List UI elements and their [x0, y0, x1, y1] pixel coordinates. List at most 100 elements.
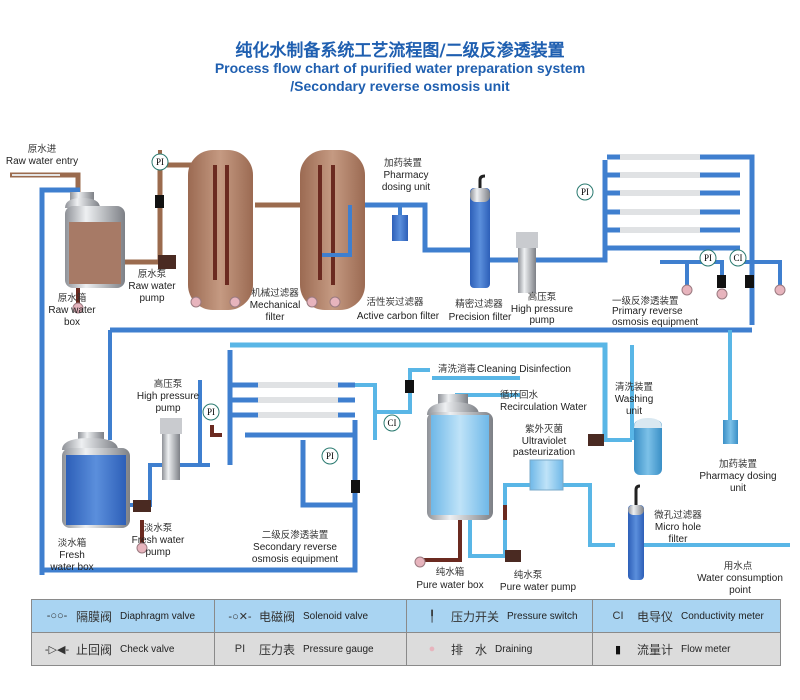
- raw-water-tank: [65, 192, 125, 288]
- pure-water-pump: [505, 550, 521, 562]
- label-hp-bottom-en2: pump: [155, 403, 180, 414]
- mechanical-filter: [188, 150, 253, 310]
- drain-icon: [681, 284, 693, 296]
- label-carbon-en: Active carbon filter: [357, 311, 440, 322]
- hp-gauge-stem: [210, 425, 222, 437]
- secondary-ro-manifold: [227, 350, 355, 465]
- process-flow-diagram: PI PI PI CI PI CI PI 原水进 Raw water entry…: [6, 143, 790, 596]
- label-washing-en1: Washing: [615, 394, 654, 405]
- raw-water-pump: [158, 255, 176, 269]
- legend-cn: 止回阀: [76, 642, 113, 657]
- label-hp-top-cn: 高压泵: [528, 291, 557, 303]
- title-english-line1: Process flow chart of purified water pre…: [214, 60, 586, 76]
- drain-icon: [414, 556, 426, 568]
- pharmacy-dosing-unit-right: [723, 420, 738, 444]
- conductivity-meter-secondary: CI: [383, 414, 401, 432]
- label-hp-bottom-en1: High pressure: [137, 391, 200, 402]
- label-primary-ro-en2: osmosis equipment: [612, 317, 698, 328]
- label-raw-entry-en: Raw water entry: [6, 156, 78, 167]
- active-carbon-filter: [300, 150, 365, 310]
- legend-item-solenoid-valve: -○✕- 电磁阀 Solenoid valve: [215, 600, 407, 632]
- pressure-gauge-raw: PI: [151, 153, 169, 171]
- svg-text:CI: CI: [388, 418, 397, 428]
- pressure-gauge-secondary: PI: [321, 447, 339, 465]
- label-carbon-cn: 活性炭过滤器: [366, 296, 424, 308]
- label-precision-en: Precision filter: [449, 312, 512, 323]
- legend-item-draining: ● 排 水 Draining: [407, 633, 593, 665]
- label-micro-cn: 微孔过滤器: [654, 509, 702, 521]
- pharmacy-dosing-unit-top: [392, 215, 408, 241]
- precision-filter: [470, 174, 490, 288]
- label-pure-box-cn: 纯水箱: [436, 566, 465, 578]
- label-consumption-cn: 用水点: [724, 560, 753, 572]
- drain-points: [72, 284, 786, 568]
- legend-item-diaphragm-valve: -○○- 隔膜阀 Diaphragm valve: [32, 600, 215, 632]
- drain-icon: [190, 296, 202, 308]
- label-dosing-top-en1: Pharmacy: [383, 170, 428, 181]
- label-cleaning-en: Cleaning Disinfection: [477, 364, 571, 375]
- drain-icon: [716, 288, 728, 300]
- micro-hole-filter: [628, 484, 644, 580]
- washing-unit-tank: [634, 418, 662, 475]
- label-primary-ro-en1: Primary reverse: [612, 306, 683, 317]
- flow-meter-icon: [745, 275, 754, 288]
- high-pressure-pump-top: [516, 232, 538, 293]
- pressure-gauge-icon: PI: [234, 643, 246, 655]
- label-raw-box-en2: box: [64, 317, 80, 328]
- svg-text:PI: PI: [581, 187, 589, 197]
- flow-meter-icon: [717, 275, 726, 288]
- precision-to-ro-pipe: [490, 160, 608, 263]
- pure-drain-pipe: [420, 520, 462, 562]
- legend-cn: 电磁阀: [259, 609, 296, 624]
- label-washing-cn: 清洗装置: [615, 381, 653, 393]
- label-secondary-ro-cn: 二级反渗透装置: [262, 529, 329, 541]
- legend-en: Diaphragm valve: [120, 610, 196, 622]
- legend-row: -○○- 隔膜阀 Diaphragm valve -○✕- 电磁阀 Soleno…: [32, 600, 780, 633]
- svg-text:PI: PI: [207, 407, 215, 417]
- label-pure-pump-cn: 纯水泵: [514, 569, 543, 581]
- label-raw-box-en1: Raw water: [48, 305, 96, 316]
- legend-item-check-valve: -▷◀- 止回阀 Check valve: [32, 633, 215, 665]
- label-consumption-en1: Water consumption: [697, 573, 783, 584]
- solenoid-valve-icon: -○✕-: [228, 610, 252, 623]
- label-recirc-en: Recirculation Water: [500, 402, 588, 413]
- label-secondary-ro-en2: osmosis equipment: [252, 554, 338, 565]
- legend-item-pressure-switch: ╿ 压力开关 Pressure switch: [407, 600, 593, 632]
- label-precision-cn: 精密过滤器: [455, 298, 503, 310]
- label-uv-cn: 紫外灭菌: [525, 423, 563, 435]
- legend-en: Pressure gauge: [303, 643, 374, 655]
- fresh-water-pump: [133, 500, 151, 512]
- label-mech-en2: filter: [266, 312, 286, 323]
- carbon-to-precision-pipe: [350, 202, 470, 253]
- fresh-water-tank: [62, 432, 130, 528]
- label-fresh-pump-en2: pump: [145, 547, 170, 558]
- label-uv-en2: pasteurization: [513, 447, 575, 458]
- legend-item-conductivity-meter: CI 电导仪 Conductivity meter: [593, 600, 780, 632]
- legend-cn: 压力开关: [451, 609, 500, 624]
- drain-icon: [306, 296, 318, 308]
- label-dosing-right-en2: unit: [730, 483, 746, 494]
- left-return-pipe: [39, 187, 80, 575]
- diagram-labels: 原水进 Raw water entry 原水箱 Raw water box 原水…: [6, 143, 783, 596]
- label-washing-en2: unit: [626, 406, 642, 417]
- legend-en: Solenoid valve: [303, 610, 369, 622]
- legend-en: Check valve: [120, 643, 175, 655]
- label-mech-en1: Mechanical: [250, 300, 301, 311]
- svg-text:PI: PI: [704, 253, 712, 263]
- label-recirc-cn: 循环回水: [500, 389, 539, 401]
- label-raw-entry-cn: 原水进: [28, 143, 57, 155]
- conductivity-meter-icon: CI: [612, 610, 624, 622]
- label-pure-pump-en: Pure water pump: [500, 582, 577, 593]
- label-dosing-top-cn: 加药装置: [384, 157, 422, 169]
- label-consumption-en2: point: [729, 585, 751, 596]
- label-secondary-ro-en1: Secondary reverse: [253, 542, 337, 553]
- label-raw-pump-en1: Raw water: [128, 281, 176, 292]
- label-hp-bottom-cn: 高压泵: [154, 378, 183, 390]
- pressure-gauge-hp: PI: [202, 403, 220, 421]
- draining-icon: ●: [428, 643, 436, 655]
- label-fresh-pump-cn: 淡水泵: [144, 522, 173, 534]
- drain-icon: [229, 296, 241, 308]
- drain-pipes: [76, 285, 507, 520]
- label-raw-box-cn: 原水箱: [58, 292, 87, 304]
- ultraviolet-unit: [529, 459, 564, 491]
